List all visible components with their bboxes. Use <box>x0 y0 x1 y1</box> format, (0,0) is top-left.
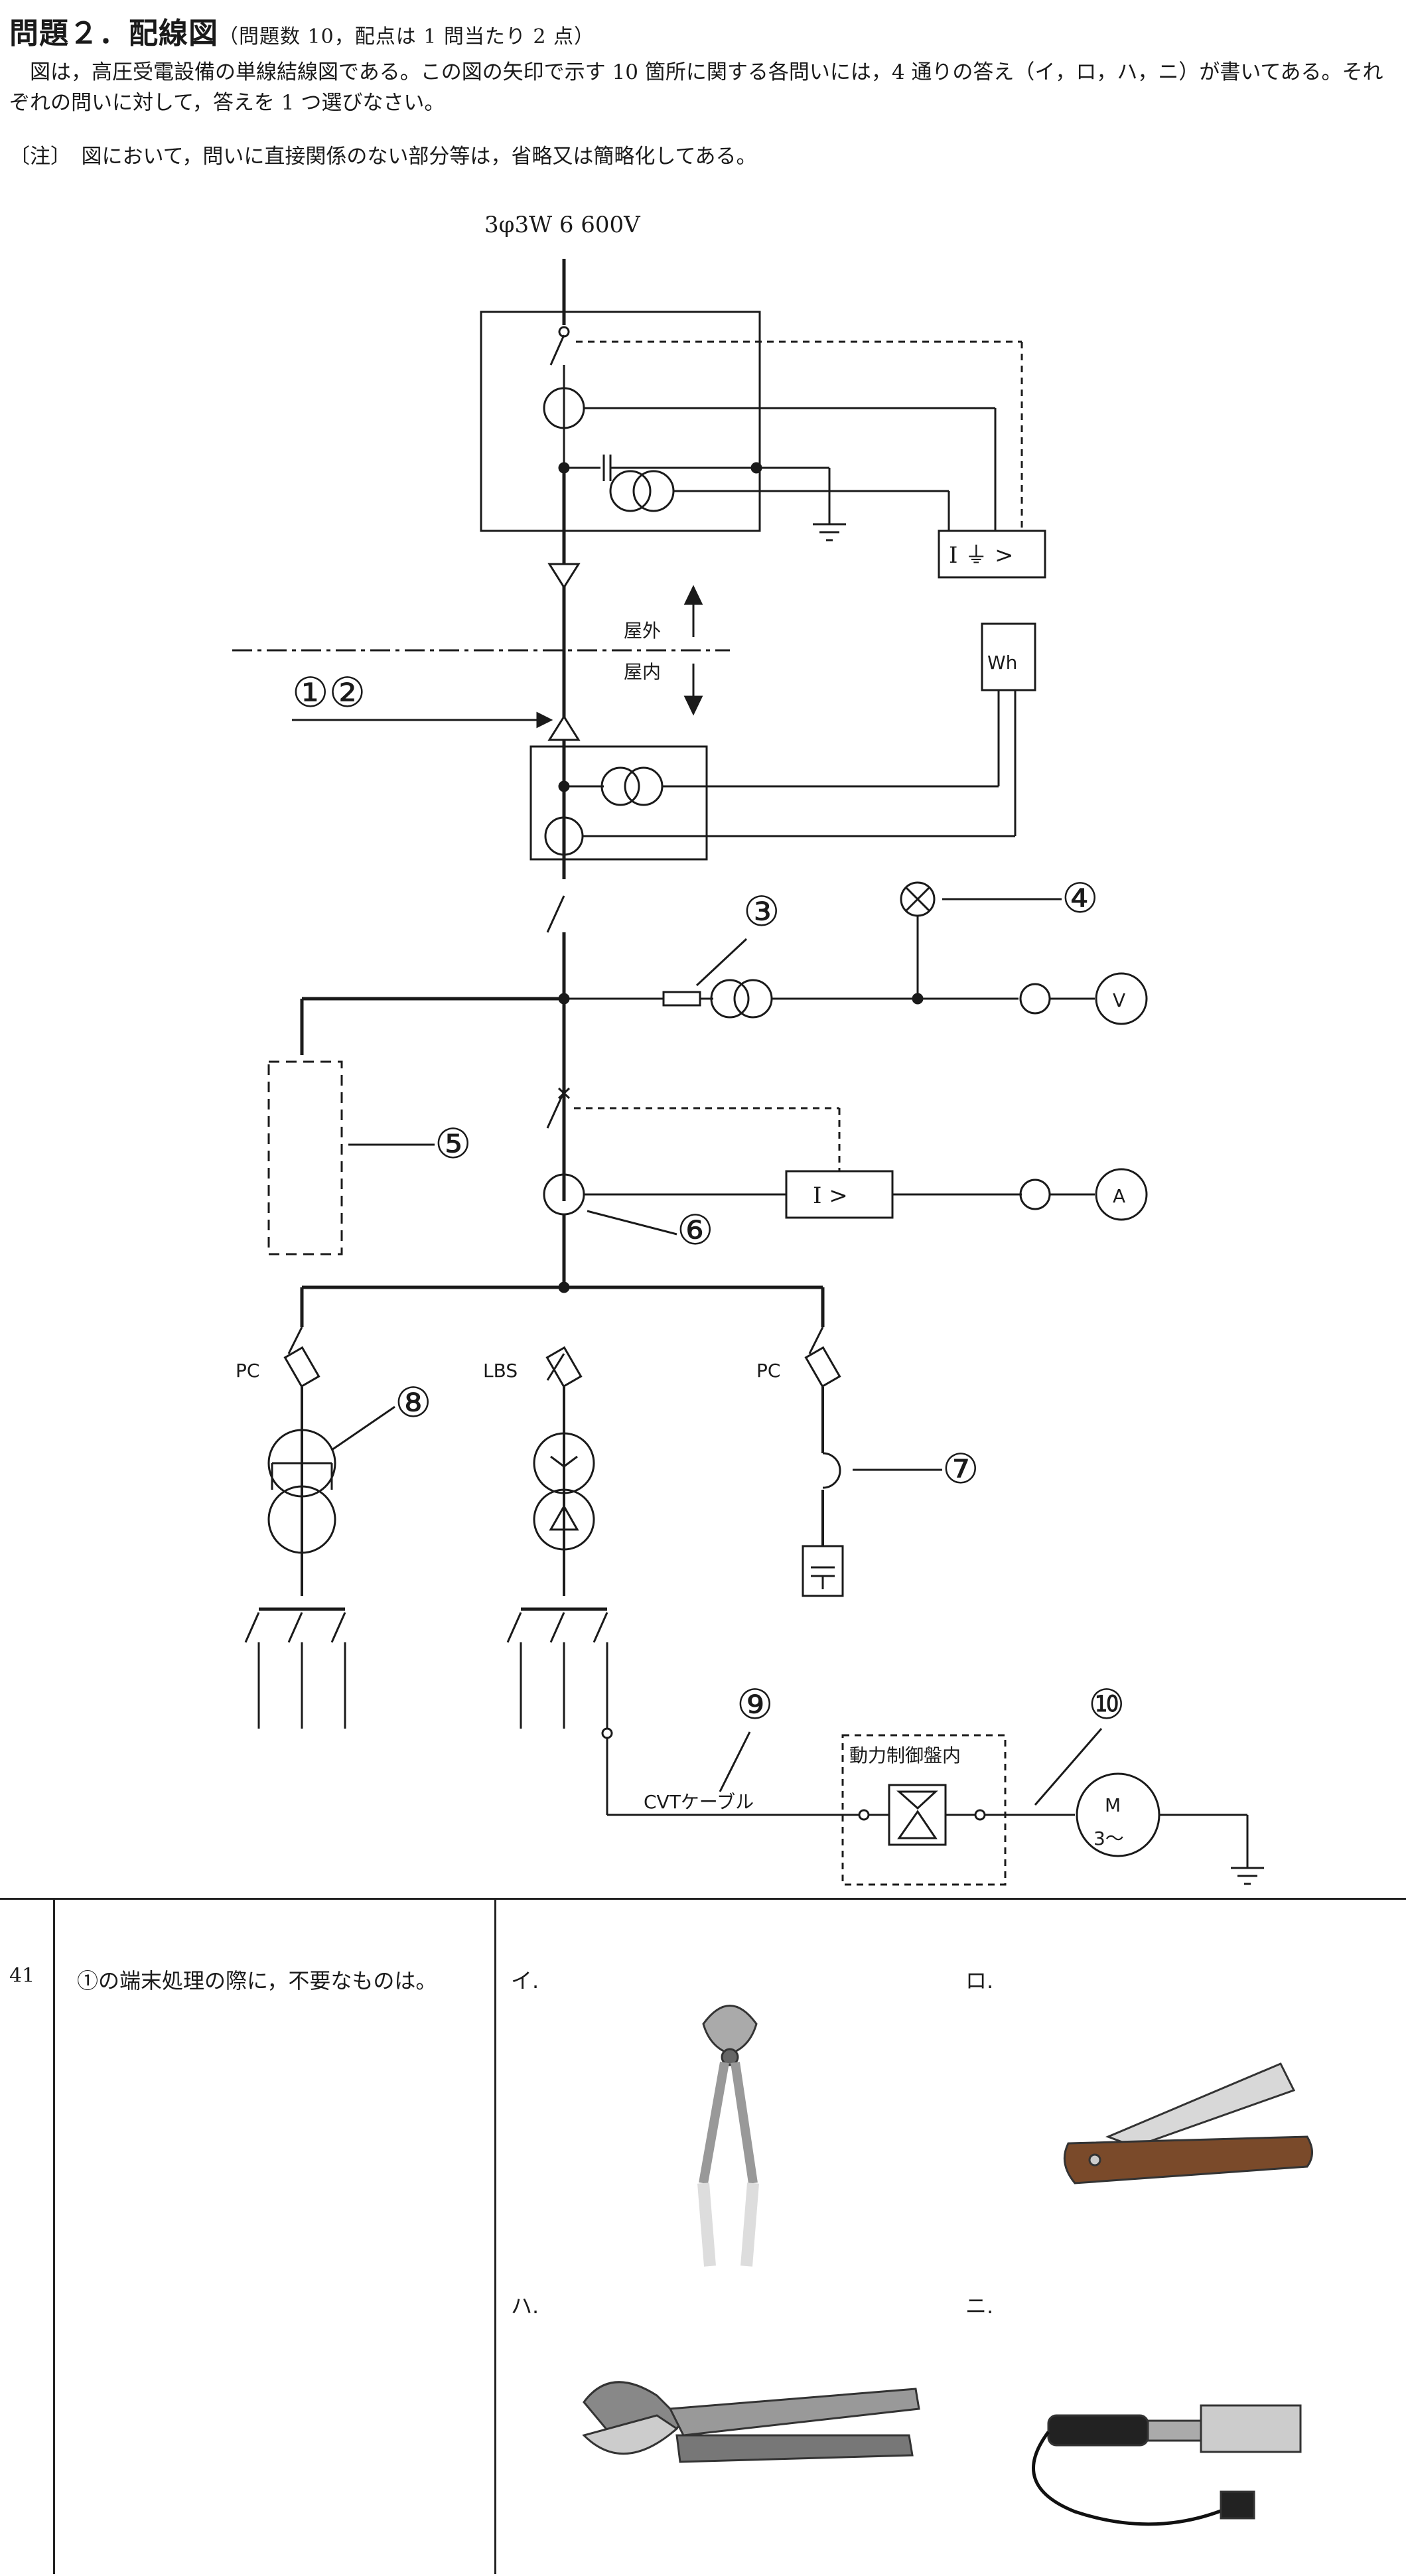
question-text: ①の端末処理の際に，不要なものは。 <box>77 1968 437 1993</box>
lbs-label: LBS <box>483 1360 518 1382</box>
voltmeter-label: V <box>1113 989 1125 1011</box>
pc-left-fuse <box>283 1346 320 1388</box>
dashed-equipment-5 <box>267 1060 343 1255</box>
cable-cutter-icon[interactable] <box>664 1984 796 2283</box>
option-ro-label[interactable]: ロ. <box>965 1968 994 1993</box>
supply-label: 3φ3W 6 600V <box>484 212 641 238</box>
question-number: 41 <box>9 1964 35 1987</box>
ground-relay-box <box>938 530 1046 579</box>
inverter-symbol <box>888 1784 947 1846</box>
marker-4: ④ <box>1062 874 1099 922</box>
pipe-cutter-icon[interactable] <box>571 2362 929 2515</box>
marker-7: ⑦ <box>942 1445 979 1493</box>
motor-3-label: 3～ <box>1093 1827 1124 1849</box>
title-subtitle: （問題数 10，配点は 1 問当たり 2 点） <box>218 25 595 48</box>
pas-box <box>480 311 761 532</box>
ground-relay-label: I ⏚ > <box>949 542 1014 569</box>
lbs-fuse <box>545 1346 583 1388</box>
note-text: 〔注〕 図において，問いに直接関係のない部分等は，省略又は簡略化してある。 <box>9 145 757 169</box>
electrician-knife-icon[interactable] <box>1055 2050 1334 2203</box>
table-divider-left <box>53 1898 55 2574</box>
marker-6: ⑥ <box>677 1206 714 1254</box>
title-main: 問題２．配線図 <box>9 17 218 50</box>
option-ni-label[interactable]: ニ. <box>965 2293 994 2319</box>
outdoor-label: 屋外 <box>624 620 661 642</box>
marker-10: ⑩ <box>1088 1680 1125 1729</box>
panel-label: 動力制御盤内 <box>849 1745 961 1766</box>
marker-5: ⑤ <box>435 1119 472 1168</box>
ocr-label: I > <box>813 1182 848 1209</box>
option-ha-label[interactable]: ハ. <box>511 2293 539 2319</box>
vt-fuse <box>662 991 701 1007</box>
marker-8: ⑧ <box>395 1378 432 1427</box>
motor-m-label: M <box>1105 1794 1121 1816</box>
marker-3: ③ <box>743 887 780 936</box>
cvt-label: CVTケーブル <box>644 1791 754 1813</box>
marker-1-2: ①② <box>292 668 366 717</box>
marker-9: ⑨ <box>737 1680 774 1729</box>
wh-label: Wh <box>987 652 1017 674</box>
ammeter-label: A <box>1113 1185 1125 1207</box>
indoor-label: 屋内 <box>624 661 661 683</box>
wh-meter <box>981 622 1036 691</box>
pc-left-label: PC <box>236 1360 259 1382</box>
pc-right-label: PC <box>756 1360 780 1382</box>
table-divider-right <box>494 1898 496 2574</box>
vct-box <box>529 745 708 861</box>
question-table <box>0 1898 1406 2576</box>
intro-text: 図は，高圧受電設備の単線結線図である。この図の矢印で示す 10 箇所に関する各問… <box>9 60 1383 115</box>
option-i-label[interactable]: イ. <box>511 1968 539 1993</box>
single-line-diagram: 3φ3W 6 600V I ⏚ > <box>232 212 1264 1886</box>
pc-right-fuse <box>804 1346 841 1388</box>
page-title: 問題２．配線図（問題数 10，配点は 1 問当たり 2 点） <box>9 9 595 52</box>
capacitor-box <box>802 1545 844 1597</box>
soldering-iron-icon[interactable] <box>1022 2369 1327 2548</box>
